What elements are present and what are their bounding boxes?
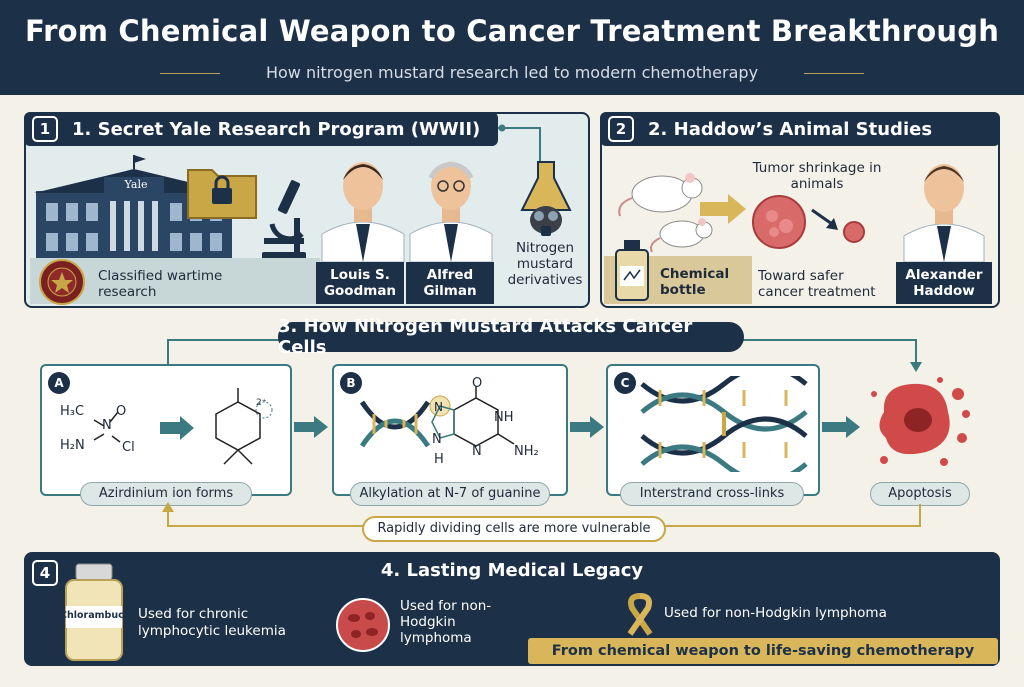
use-nhl-2: Used for non-Hodgkin lymphoma [664,605,887,621]
bottle-caption: Chemical bottle [660,266,730,298]
section2-title-bar: 2 2. Haddow’s Animal Studies [600,112,1000,146]
arrow-b-c [570,416,604,438]
dna-crosslink-icon [640,376,808,472]
section1-badge: 1 [32,116,58,142]
chemical-bottle-icon [615,240,649,301]
step-c-letter: C [614,372,636,394]
gilman-portrait [409,161,493,262]
step-a-chemistry-diagram [93,388,273,465]
blood-cell-icon [336,598,390,652]
microscope-icon [262,180,306,260]
chem-b-nh2: NH₂ [514,444,539,459]
chem-a-cl: Cl [122,440,135,455]
section4-badge: 4 [32,560,58,586]
use-cll: Used for chronic lymphocytic leukemia [138,606,286,639]
shrink-arrow-icon [811,208,838,230]
chem-a-o: O [116,404,127,419]
progress-arrow [700,194,746,224]
chem-b-o: O [472,376,483,391]
chem-b-n3: N [432,432,442,447]
page-subtitle: How nitrogen mustard research led to mod… [265,63,759,82]
step-c-label: Interstrand cross-links [620,482,804,506]
step-b-letter: B [340,372,362,394]
step-b-box [332,364,568,496]
chem-a-h3c: H₃C [60,404,85,419]
chem-b-h: H [434,452,444,467]
yale-sign: Yale [124,178,148,191]
section1-connector [498,124,541,162]
haddow-label: Alexander Haddow [896,262,992,304]
use-nhl-1: Used for non-Hodgkin lymphoma [400,598,492,646]
page-title: From Chemical Weapon to Cancer Treatment… [24,14,1000,48]
section3-title: 3. How Nitrogen Mustard Attacks Cancer C… [278,316,744,358]
legacy-banner: From chemical weapon to life-saving chem… [528,638,998,664]
goodman-portrait [321,162,405,262]
tumor-small-icon [843,221,865,243]
locked-folder-icon [187,169,257,219]
chem-a-h2n: H₂N [60,438,85,453]
subtitle-rule-left [160,73,220,74]
chem-b-n2: N [472,444,482,459]
flask-gas-mask-icon [520,161,572,236]
section4-title: 4. Lasting Medical Legacy [380,560,644,581]
arrow-a-b [294,416,328,438]
apoptosis-label: Apoptosis [870,482,970,506]
section1-title: 1. Secret Yale Research Program (WWII) [72,118,481,140]
section2-title: 2. Haddow’s Animal Studies [648,118,933,140]
chem-b-nh: NH [494,410,514,425]
step-b-label: Alkylation at N-7 of guanine [350,482,550,506]
classified-caption: Classified wartime research [98,268,223,300]
header-banner [0,0,1024,95]
step-a-letter: A [48,372,70,394]
tumor-large-icon [752,195,806,249]
arrow-c-apoptosis [822,416,860,438]
chem-b-n: N [434,400,443,414]
chlorambucil-label: Chlorambucil [60,610,131,621]
chem-a-charge: 2⁺ [256,398,267,408]
tumor-caption: Tumor shrinkage in animals [752,160,882,192]
mouse-icon-1 [618,173,703,217]
guanine-structure-diagram [429,386,515,447]
haddow-portrait [903,164,985,262]
mouse-icon-2 [650,218,713,253]
goodman-label: Louis S. Goodman [316,262,404,304]
subtitle-rule-right [804,73,864,74]
awareness-ribbon-icon [627,593,653,636]
dna-helix-b-icon [360,400,430,448]
feedback-label: Rapidly dividing cells are more vulnerab… [362,516,666,542]
chlorambucil-bottle-icon [65,563,123,661]
section2-badge: 2 [608,116,634,142]
defense-seal-icon [39,259,85,305]
safer-caption: Toward safer cancer treatment [758,268,876,300]
step-a-label: Azirdinium ion forms [80,482,252,506]
chem-a-n: N [102,418,112,433]
apoptosis-cell-icon [871,377,970,466]
gilman-label: Alfred Gilman [406,262,494,304]
section1-title-bar: 1 1. Secret Yale Research Program (WWII) [24,112,498,146]
derivatives-caption: Nitrogen mustard derivatives [507,240,583,288]
